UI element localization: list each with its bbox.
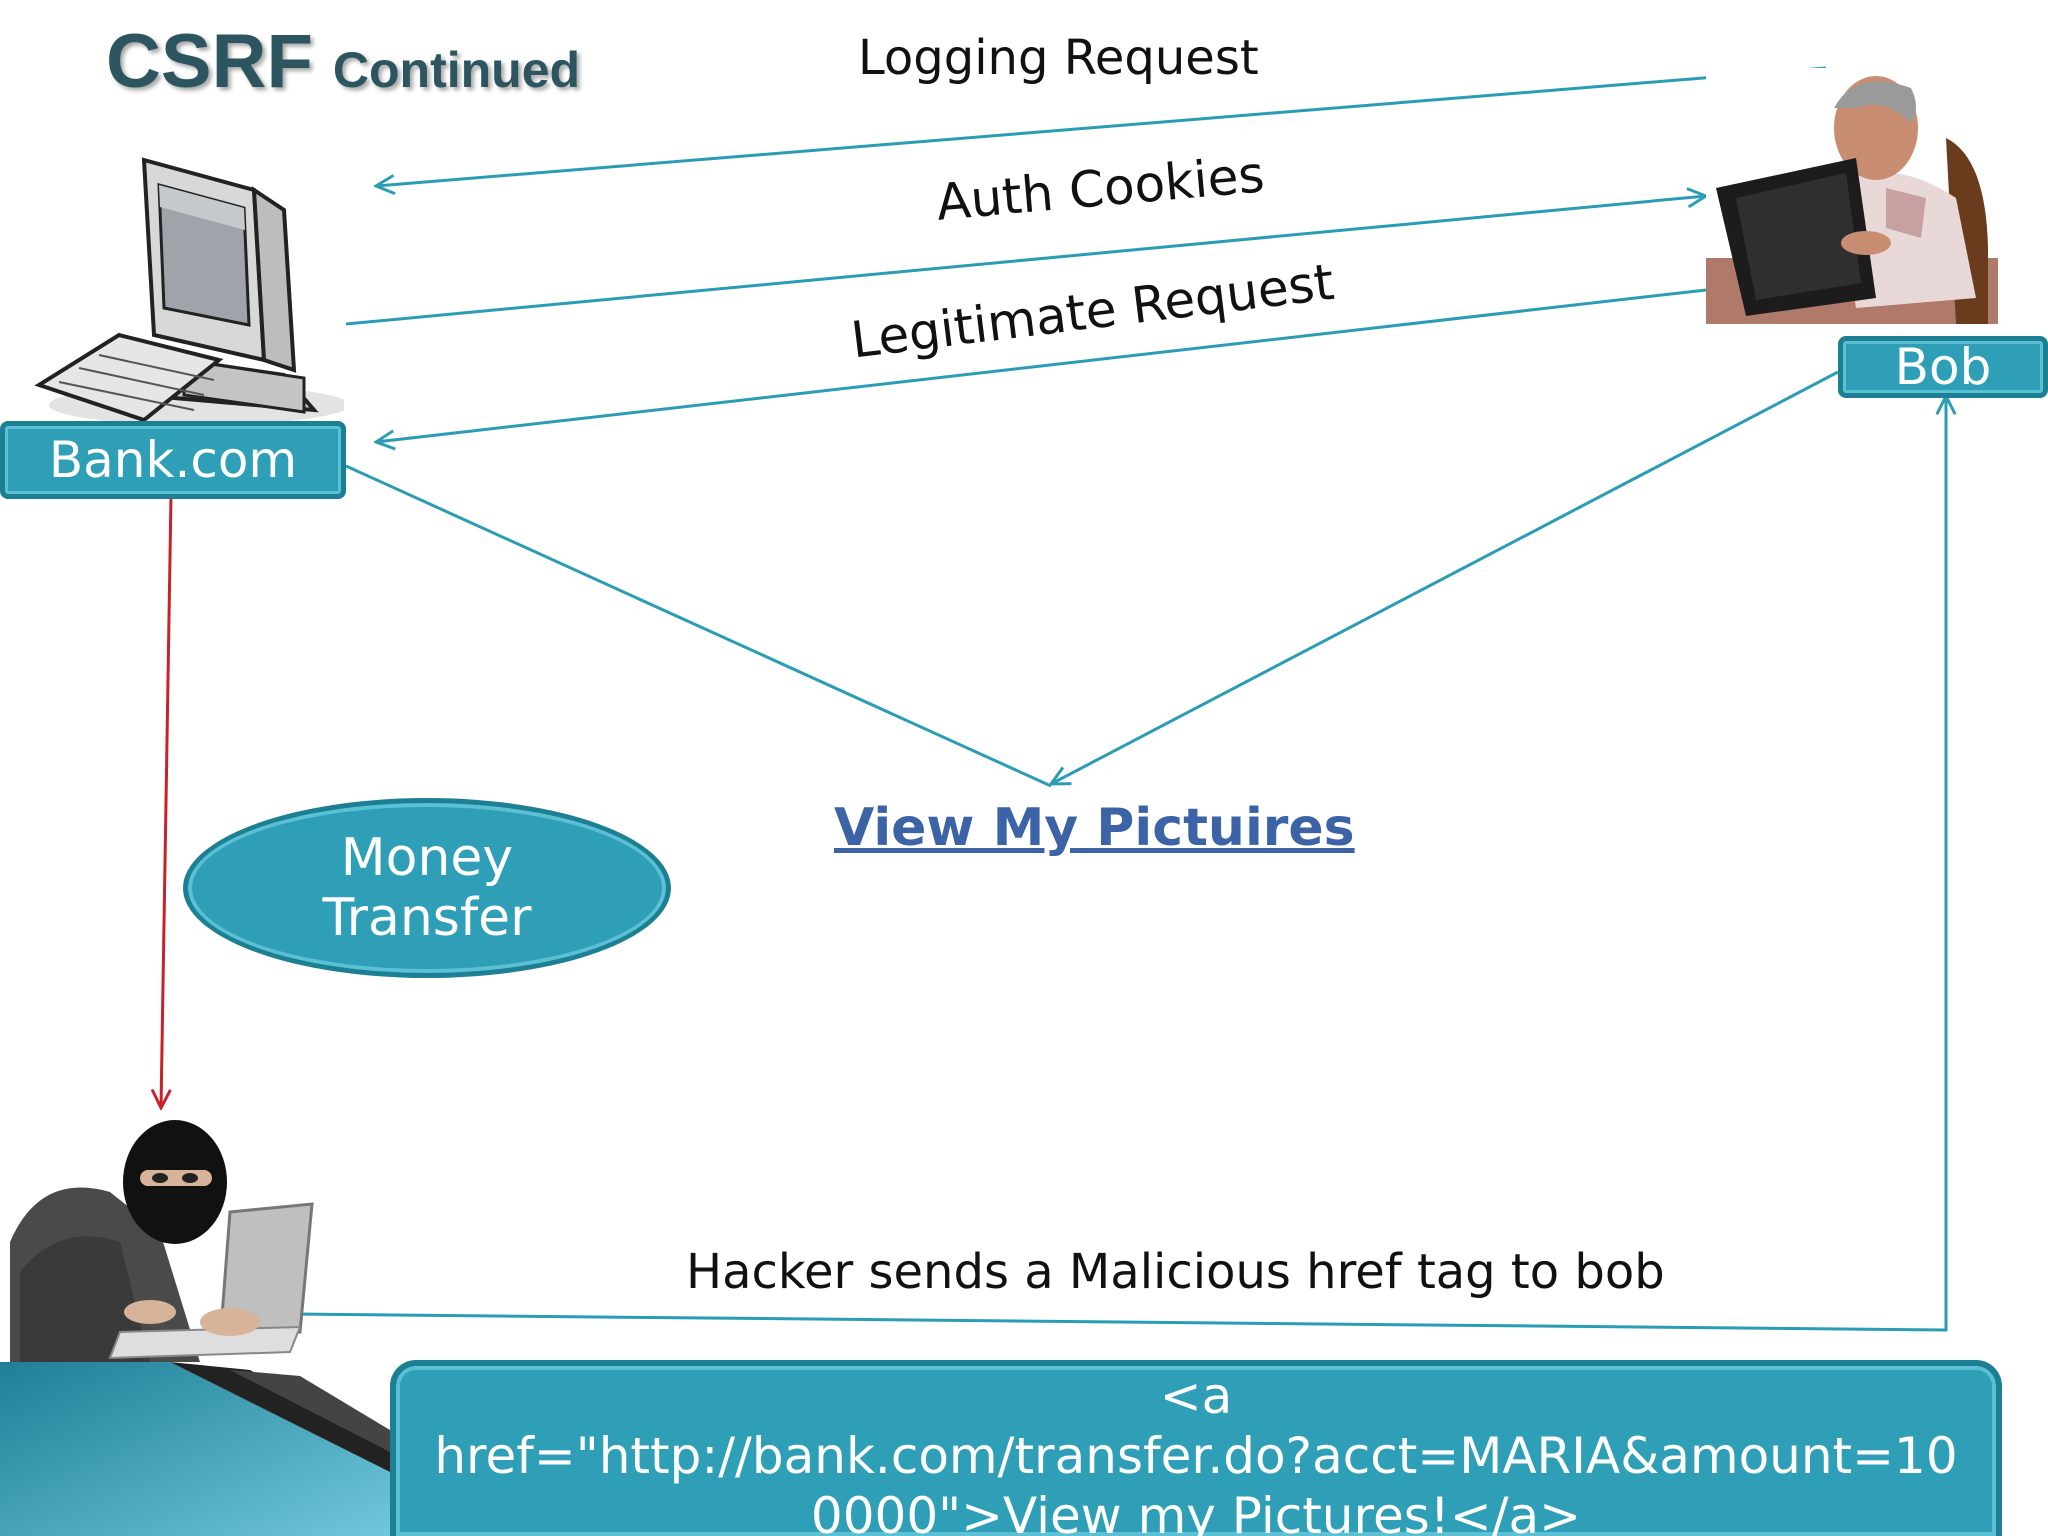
money-transfer-line-2: Transfer [322,888,532,948]
hacker-to-bob-arrow [291,396,1946,1332]
bob-to-link-arrow [1051,370,1839,784]
auth-cookies-arrow [345,196,1706,326]
desktop-computer-icon [34,157,344,425]
logging-request-arrow [376,66,1827,186]
hacker-sends-label: Hacker sends a Malicious href tag to bob [686,1244,1665,1300]
slide-title: CSRF Continued [106,18,580,105]
title-sub: Continued [332,42,581,98]
code-line-1: <a [1159,1367,1233,1425]
bob-node: Bob [1838,336,2048,398]
logging-request-label: Logging Request [858,30,1259,86]
code-line-2: href="http://bank.com/transfer.do?acct=M… [434,1427,1958,1485]
title-main: CSRF [106,19,313,104]
bank-to-link-line [345,464,1052,788]
legitimate-request-arrow [376,288,1707,442]
code-line-3: 0000">View my Pictures!</a> [810,1487,1582,1536]
view-my-pictures-link[interactable]: View My Pictuires [834,798,1355,858]
malicious-code-box: <a href="http://bank.com/transfer.do?acc… [390,1360,2002,1536]
money-transfer-line-1: Money [340,828,514,888]
bank-node: Bank.com [0,421,346,499]
man-with-laptop-icon [1706,68,1998,324]
hacker-with-laptop-icon [10,1120,314,1362]
money-transfer-node: Money Transfer [183,798,671,978]
bank-to-hacker-arrow [161,495,173,1108]
corner-decoration-icon [0,1362,390,1536]
